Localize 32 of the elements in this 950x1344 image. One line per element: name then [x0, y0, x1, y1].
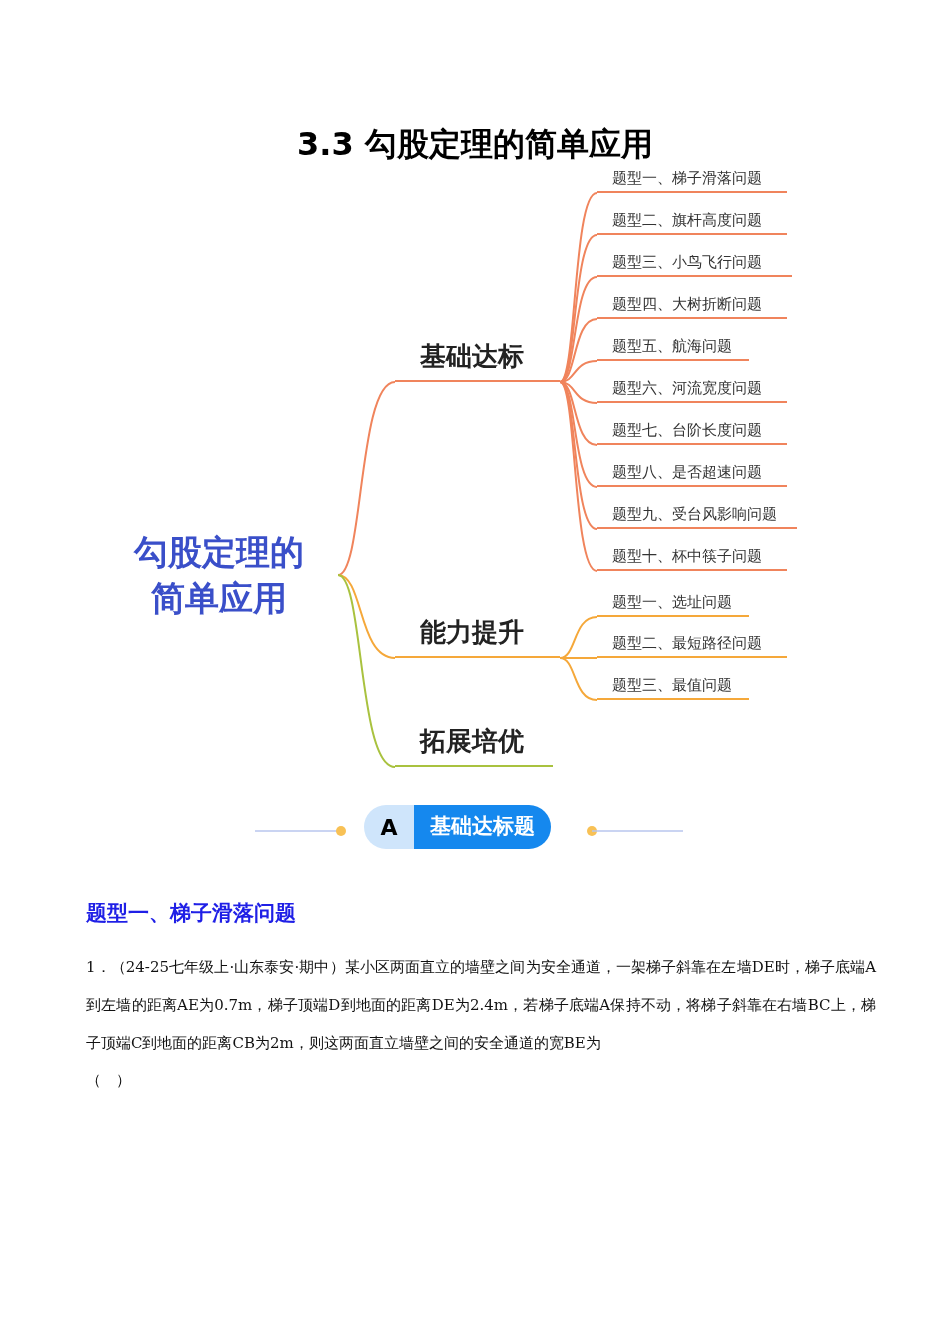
- subtopic: 题型一、梯子滑落问题: [597, 165, 787, 193]
- section-banner: 基础达标题: [414, 805, 551, 849]
- subtopic: 题型十、杯中筷子问题: [597, 543, 787, 571]
- central-topic: 勾股定理的简单应用: [100, 522, 338, 628]
- subtopic: 题型二、旗杆高度问题: [597, 207, 787, 235]
- branch-line: [337, 381, 396, 576]
- subtopic: 题型一、选址问题: [597, 589, 749, 617]
- branch-line: [559, 276, 598, 383]
- subtopic: 题型三、最值问题: [597, 672, 749, 700]
- subtopic: 题型六、河流宽度问题: [597, 375, 787, 403]
- page-title: 3.3 勾股定理的简单应用: [296, 124, 654, 165]
- subtopic: 题型四、大树折断问题: [597, 291, 787, 319]
- answer-blank: （ ）: [86, 1070, 131, 1091]
- subtopic: 题型八、是否超速问题: [597, 459, 787, 487]
- subtopic: 题型五、航海问题: [597, 333, 749, 361]
- subtopic: 题型七、台阶长度问题: [597, 417, 787, 445]
- branch-line: [559, 234, 598, 383]
- branch-line: [337, 574, 396, 768]
- branch-line: [559, 657, 598, 701]
- branch-topic: 拓展培优: [395, 717, 553, 767]
- branch-topic: 基础达标: [395, 332, 560, 382]
- subtopic: 题型二、最短路径问题: [597, 630, 787, 658]
- section-heading: 题型一、梯子滑落问题: [86, 900, 296, 927]
- branch-line: [559, 318, 598, 383]
- branch-topic: 能力提升: [395, 608, 560, 658]
- question-text: 1．（24-25七年级上·山东泰安·期中）某小区两面直立的墙壁之间为安全通道，一架梯子斜靠在左墙DE时，梯子底端A到左墙的距离AE为0.7m，梯子顶端D到地面的距离DE为2.4m，若梯子底端A保持不动，将梯子斜靠在右墙BC上，梯子顶端C到地面的距离CB为2m，则这两面直立墙壁之间的安全通道的宽BE为: [86, 957, 876, 1054]
- subtopic: 题型九、受台风影响问题: [597, 501, 797, 529]
- subtopic: 题型三、小鸟飞行问题: [597, 249, 792, 277]
- branch-line: [337, 574, 396, 659]
- section-letter: A: [364, 805, 414, 849]
- branch-line: [559, 381, 598, 446]
- branch-line: [559, 381, 598, 572]
